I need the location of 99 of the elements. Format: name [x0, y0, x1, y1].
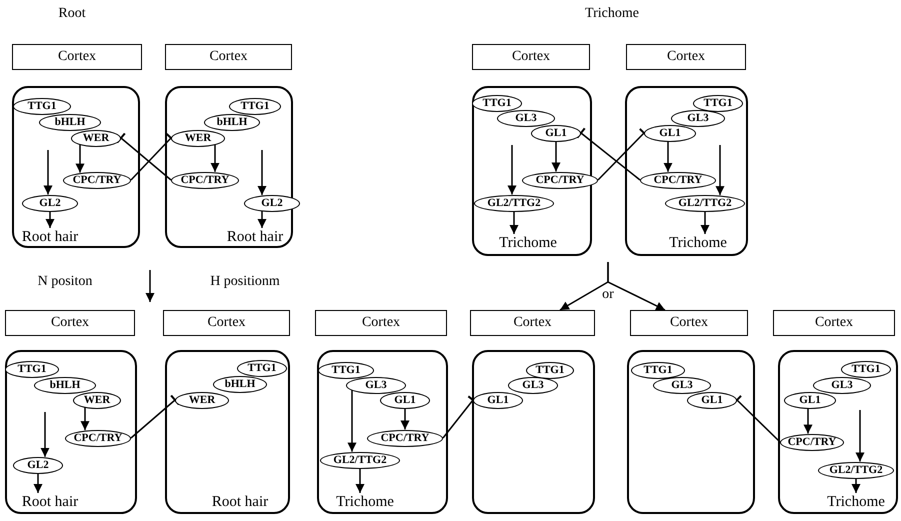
arrow: [852, 478, 860, 493]
outcome-label: Root hair: [8, 493, 92, 511]
gene-oval: TTG1: [5, 360, 59, 378]
gene-oval: TTG1: [631, 362, 685, 378]
cortex-box: Cortex: [315, 310, 447, 336]
gene-oval: bHLH: [204, 114, 260, 130]
arrow: [210, 144, 220, 172]
position-label: H positionm: [209, 274, 281, 290]
position-label: or: [601, 287, 615, 303]
arrow: [76, 144, 84, 173]
gene-oval: GL2/TTG2: [320, 452, 400, 468]
gene-oval: WER: [171, 130, 225, 146]
arrow: [40, 412, 50, 457]
gene-oval: GL1: [531, 124, 581, 142]
cortex-box: Cortex: [773, 310, 895, 336]
inhibition-line: [116, 132, 172, 181]
gene-oval: TTG1: [472, 94, 522, 112]
outcome-label: Trichome: [814, 493, 898, 511]
gene-oval: TTG1: [229, 98, 281, 114]
arrow: [258, 210, 266, 228]
section-title: Trichome: [584, 6, 640, 22]
cell-outline: [625, 86, 748, 256]
outcome-label: Trichome: [486, 234, 570, 252]
gene-oval: GL2/TTG2: [665, 194, 745, 212]
section-title: Root: [57, 6, 87, 22]
gene-oval: TTG1: [237, 360, 287, 376]
cell-outline: [165, 350, 290, 514]
gene-oval: CPC/TRY: [171, 172, 239, 188]
arrow: [804, 408, 812, 434]
gene-oval: GL3: [346, 376, 406, 394]
gene-oval: TTG1: [841, 360, 891, 378]
outcome-label: Root hair: [8, 228, 92, 246]
gene-oval: CPC/TRY: [522, 172, 598, 188]
arrow: [46, 212, 54, 228]
gene-oval: CPC/TRY: [65, 430, 131, 446]
arrow: [80, 407, 90, 430]
cell-outline: [317, 350, 448, 514]
gene-oval: bHLH: [34, 376, 96, 394]
gene-oval: GL3: [497, 110, 555, 126]
gene-oval: WER: [71, 130, 121, 146]
outcome-label: Trichome: [323, 493, 407, 511]
cortex-box: Cortex: [12, 44, 142, 70]
arrow: [356, 468, 364, 493]
gene-oval: bHLH: [39, 114, 101, 130]
arrow: [348, 390, 356, 452]
outcome-label: Root hair: [213, 228, 297, 246]
arrow: [607, 262, 666, 311]
arrow: [716, 145, 724, 196]
gene-oval: GL2/TTG2: [818, 462, 894, 478]
outcome-label: Root hair: [198, 493, 282, 511]
arrow: [258, 150, 266, 196]
gene-oval: GL3: [813, 376, 871, 394]
gene-oval: CPC/TRY: [63, 172, 131, 188]
cell-outline: [627, 350, 755, 514]
arrow: [510, 212, 518, 234]
gene-oval: GL2: [244, 194, 300, 212]
cortex-box: Cortex: [163, 310, 290, 336]
arrow: [856, 410, 864, 462]
gene-oval: GL2/TTG2: [474, 194, 554, 212]
gene-oval: TTG1: [693, 94, 743, 112]
cortex-box: Cortex: [626, 44, 746, 70]
gene-oval: WER: [73, 392, 121, 408]
arrow: [34, 474, 42, 493]
gene-oval: GL1: [473, 392, 523, 408]
inhibition-line: [576, 127, 640, 181]
gene-oval: CPC/TRY: [640, 172, 716, 188]
cortex-box: Cortex: [5, 310, 135, 336]
gene-oval: GL3: [671, 110, 725, 126]
cortex-box: Cortex: [470, 310, 595, 336]
gene-oval: GL1: [687, 392, 737, 408]
cell-outline: [472, 350, 595, 514]
arrow: [400, 408, 410, 430]
gene-oval: GL3: [653, 376, 711, 394]
arrow: [44, 150, 52, 195]
position-label: N positon: [36, 274, 94, 290]
cortex-box: Cortex: [472, 44, 590, 70]
gene-oval: GL1: [784, 392, 836, 408]
gene-oval: GL1: [644, 124, 696, 142]
arrow: [508, 145, 516, 194]
cell-outline: [5, 350, 137, 514]
gene-oval: GL2: [13, 456, 63, 474]
gene-oval: GL1: [380, 392, 430, 408]
cell-outline: [778, 350, 898, 514]
gene-oval: CPC/TRY: [367, 430, 443, 446]
arrow: [552, 142, 560, 172]
gene-oval: WER: [175, 392, 229, 408]
cortex-box: Cortex: [630, 310, 748, 336]
arrow: [700, 212, 710, 234]
gene-oval: CPC/TRY: [780, 434, 844, 450]
gene-oval: TTG1: [526, 362, 574, 378]
cell-outline: [12, 86, 140, 248]
arrow: [664, 141, 672, 172]
gene-oval: TTG1: [13, 98, 71, 114]
gene-oval: bHLH: [213, 376, 267, 392]
gene-oval: TTG1: [318, 362, 374, 378]
outcome-label: Trichome: [656, 234, 740, 252]
cortex-box: Cortex: [165, 44, 292, 70]
gene-oval: GL3: [508, 376, 558, 394]
gene-oval: GL2: [22, 194, 78, 212]
